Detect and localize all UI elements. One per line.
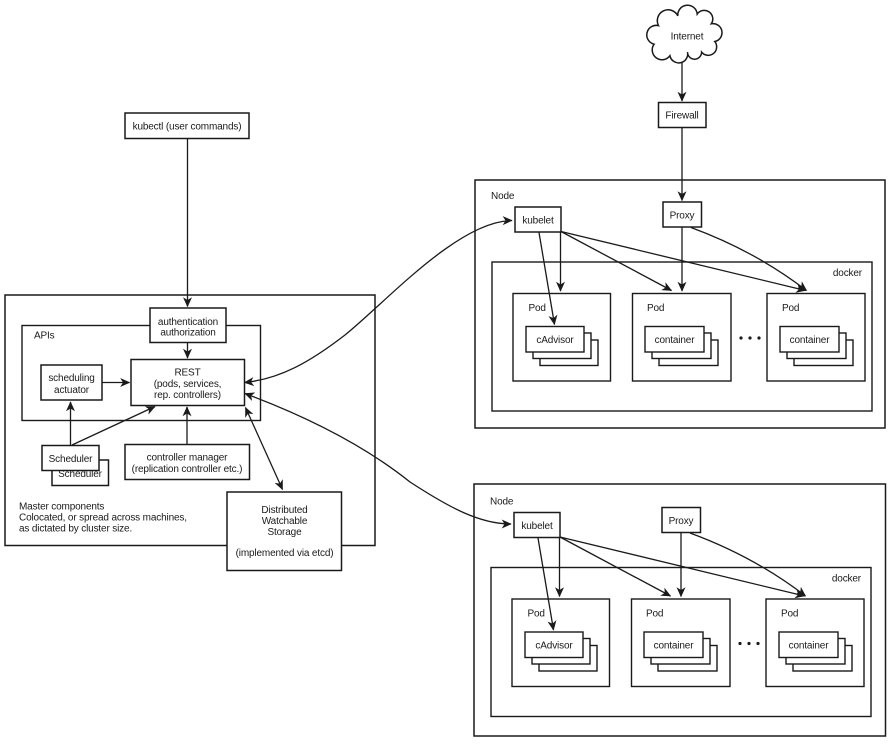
svg-text:cAdvisor: cAdvisor	[536, 335, 574, 346]
svg-text:Watchable: Watchable	[262, 516, 308, 527]
svg-text:Firewall: Firewall	[665, 111, 698, 122]
svg-text:(implemented via etcd): (implemented via etcd)	[236, 548, 334, 559]
svg-text:authentication: authentication	[158, 317, 218, 328]
svg-text:docker: docker	[833, 268, 863, 279]
svg-text:Pod: Pod	[782, 303, 799, 314]
svg-text:kubectl (user commands): kubectl (user commands)	[133, 122, 242, 133]
svg-text:Proxy: Proxy	[670, 211, 695, 222]
svg-text:as dictated by cluster size.: as dictated by cluster size.	[19, 524, 132, 535]
svg-text:Distributed: Distributed	[261, 505, 307, 516]
svg-text:Colocated, or spread across ma: Colocated, or spread across machines,	[19, 513, 187, 524]
svg-text:Scheduler: Scheduler	[49, 454, 93, 465]
svg-text:actuator: actuator	[54, 385, 90, 396]
svg-text:Scheduler: Scheduler	[58, 469, 102, 480]
svg-text:(replication controller etc.): (replication controller etc.)	[132, 464, 243, 475]
svg-text:(pods, services,: (pods, services,	[154, 379, 222, 390]
svg-text:Pod: Pod	[529, 303, 546, 314]
svg-text:Internet: Internet	[671, 32, 704, 43]
svg-text:REST: REST	[174, 368, 200, 379]
svg-text:scheduling: scheduling	[48, 373, 94, 384]
svg-text:controller manager: controller manager	[147, 453, 228, 464]
svg-text:rep. controllers): rep. controllers)	[154, 390, 221, 401]
svg-text:Node: Node	[491, 191, 515, 202]
svg-text:Storage: Storage	[268, 527, 303, 538]
svg-text:Master components: Master components	[19, 502, 104, 513]
svg-text:container: container	[790, 335, 831, 346]
svg-text:authorization: authorization	[160, 328, 215, 339]
svg-text:container: container	[655, 335, 696, 346]
svg-text:Pod: Pod	[647, 303, 664, 314]
svg-text:APIs: APIs	[34, 331, 55, 342]
svg-text:kubelet: kubelet	[522, 216, 554, 227]
